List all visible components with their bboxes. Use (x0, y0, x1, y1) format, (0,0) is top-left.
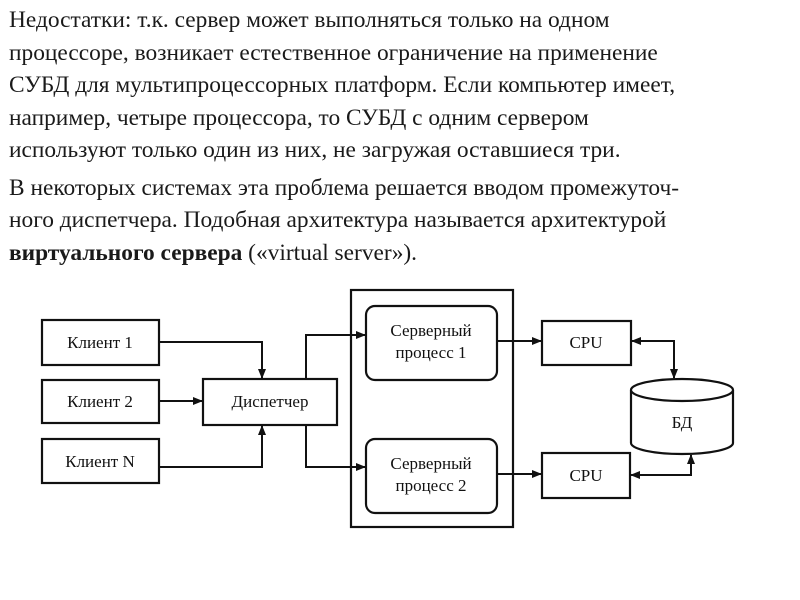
cpu-2-box: CPU (540, 451, 632, 500)
text-rest: («virtual server»). (242, 239, 418, 266)
client-1-label: Клиент 1 (67, 333, 133, 352)
arrow-cpu1-database (631, 337, 678, 379)
dispatcher-box: Диспетчер (201, 377, 339, 427)
cpu-1-box: CPU (540, 319, 633, 367)
client-2-box: Клиент 2 (40, 378, 161, 425)
text-line: виртуального сервера («virtual server»). (9, 237, 794, 270)
client-n-label: Клиент N (65, 452, 135, 471)
cpu-1-label: CPU (569, 333, 602, 352)
bold-term: виртуального сервера (9, 239, 243, 266)
text-line: СУБД для мультипроцессорных платформ. Ес… (9, 72, 676, 98)
paragraph-virtual-server: В некоторых системах эта проблема решает… (9, 172, 794, 270)
text-line: В некоторых системах эта проблема решает… (9, 174, 680, 201)
server-process-2-box: Серверный процесс 2 (364, 437, 499, 515)
text-line: Недостатки: т.к. сервер может выполнятьс… (9, 7, 610, 33)
server-process-1-label-line2: процесс 1 (395, 343, 466, 362)
client-2-label: Клиент 2 (67, 392, 133, 411)
text-content: Недостатки: т.к. сервер может выполнятьс… (9, 4, 794, 269)
server-process-2-label-line1: Серверный (390, 454, 471, 473)
server-process-1-label-line1: Серверный (390, 321, 471, 340)
database-cylinder: БД (629, 377, 735, 456)
arrow-dispatcher-to-process2 (305, 425, 366, 471)
client-n-box: Клиент N (40, 437, 161, 485)
text-line: ного диспетчера. Подобная архитектура на… (9, 207, 667, 233)
text-line: используют только один из них, не загруж… (9, 137, 621, 163)
paragraph-disadvantages: Недостатки: т.к. сервер может выполнятьс… (9, 4, 794, 167)
arrow-client1-to-dispatcher (159, 341, 266, 379)
client-1-box: Клиент 1 (40, 318, 161, 367)
dispatcher-label: Диспетчер (232, 392, 309, 411)
arrow-dispatcher-to-process1 (305, 331, 366, 379)
text-line: процессоре, возникает естественное огран… (9, 39, 658, 66)
arrow-clientn-to-dispatcher (159, 425, 266, 468)
arrow-cpu2-database (630, 454, 695, 479)
cpu-2-label: CPU (569, 466, 602, 485)
server-process-1-box: Серверный процесс 1 (364, 304, 499, 382)
server-process-2-label-line2: процесс 2 (395, 476, 466, 495)
text-line: например, четыре процессора, то СУБД с о… (9, 104, 589, 131)
database-label: БД (672, 413, 693, 432)
